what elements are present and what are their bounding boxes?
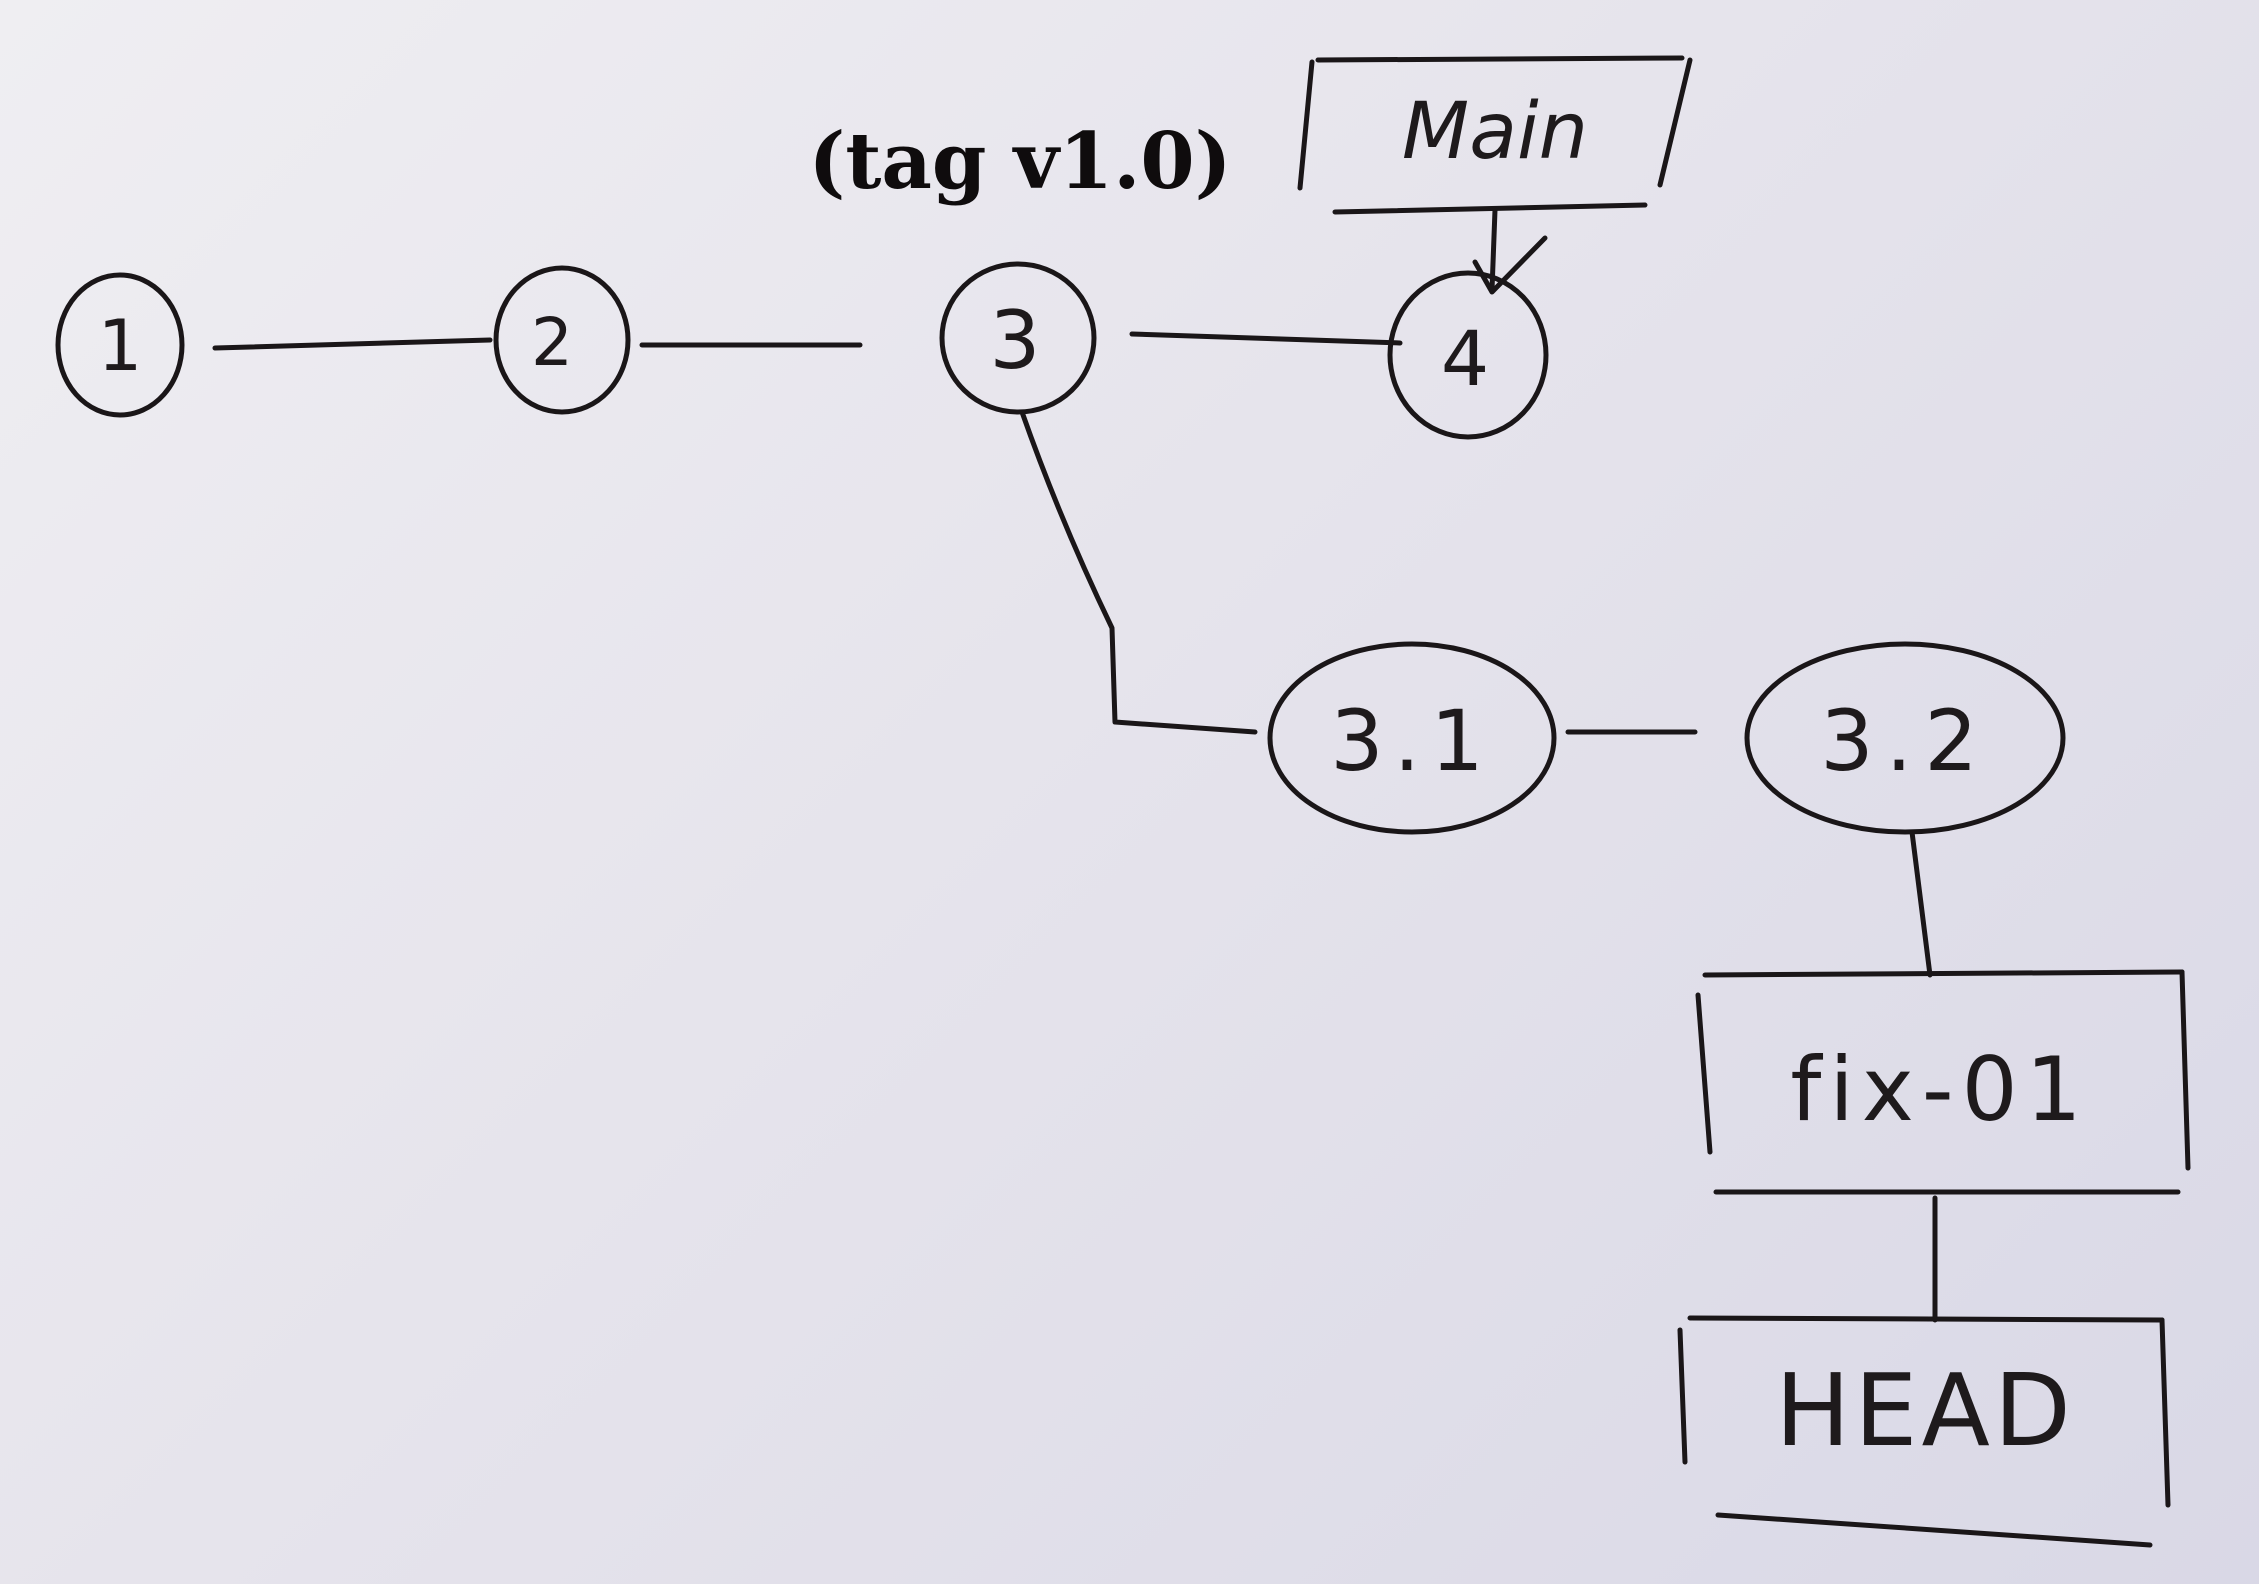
arrow-main-to-4 [1472, 207, 1548, 295]
main-label: Main [1402, 87, 1588, 177]
edge-3-31 [1019, 409, 1258, 735]
edge-1-2 [212, 337, 493, 351]
commit-label: 2 [531, 304, 573, 381]
head-label: HEAD [1775, 1352, 2075, 1469]
commit-node-1: 1 [55, 272, 185, 418]
commit-label: 3.2 [1820, 692, 1990, 790]
branch-ref-fix-01: fix-01 [1695, 969, 2191, 1195]
commit-node-3-1: 3.1 [1267, 641, 1557, 835]
commit-node-2: 2 [493, 265, 631, 415]
branch-label: fix-01 [1790, 1038, 2089, 1141]
commit-node-3-2: 3.2 [1744, 641, 2066, 835]
commit-label: 3.1 [1330, 692, 1494, 790]
commit-label: 1 [98, 305, 143, 387]
commit-node-4: 4 [1387, 270, 1549, 440]
edge-32-fix [1909, 829, 1933, 978]
tag-label: (tag v1.0) [808, 116, 1231, 207]
head-ref: HEAD [1677, 1315, 2171, 1548]
main-ref: Main [1297, 55, 1693, 215]
commit-label: 4 [1441, 314, 1489, 403]
commit-node-3: 3 [939, 261, 1097, 415]
edge-3-4 [1129, 331, 1403, 346]
commit-label: 3 [990, 294, 1041, 387]
